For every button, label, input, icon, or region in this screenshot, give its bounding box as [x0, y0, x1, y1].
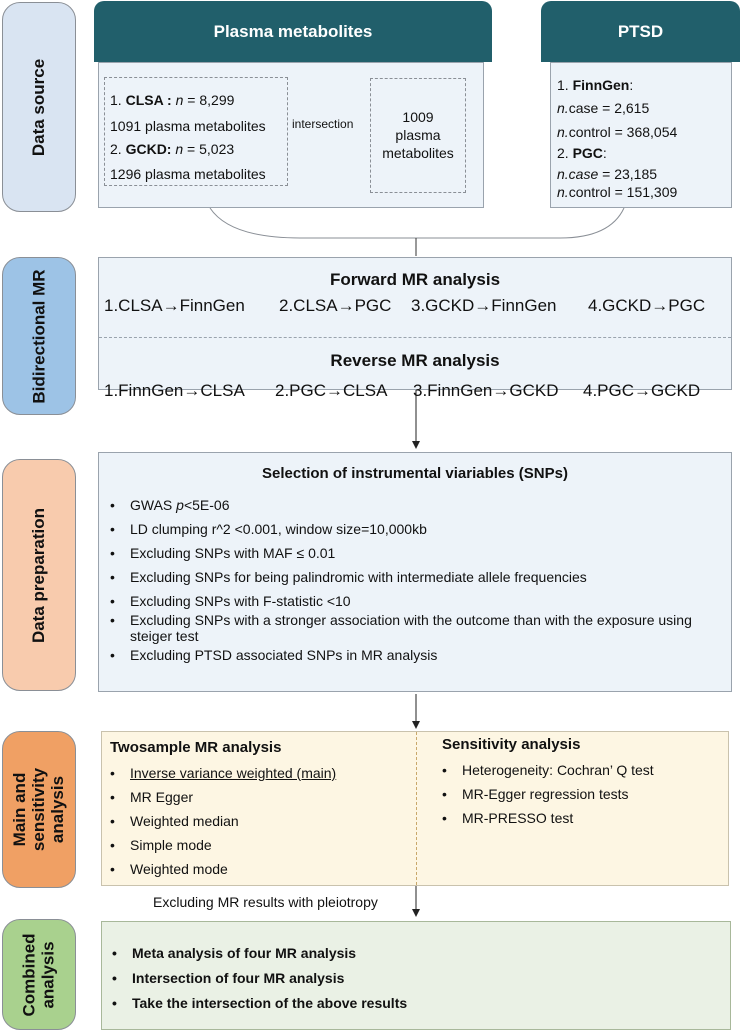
gckd-line: 2. GCKD: n = 5,023 [110, 141, 235, 157]
selection-title: Selection of instrumental viariables (SN… [262, 465, 568, 482]
plasma-header-label: Plasma metabolites [213, 21, 373, 41]
forward-title: Forward MR analysis [329, 270, 501, 289]
combined-item: Meta analysis of four MR analysis [108, 945, 407, 961]
gckd-metabolites: 1296 plasma metabolites [110, 166, 266, 182]
exclude-pleiotropy-label: Excluding MR results with pleiotropy [153, 894, 378, 910]
twosample-item: Weighted mode [106, 861, 336, 877]
stage-data-preparation: Data preparation [2, 459, 76, 691]
sensitivity-item: Heterogeneity: Cochran’ Q test [438, 762, 654, 778]
cohort-box [104, 77, 288, 186]
twosample-title: Twosample MR analysis [110, 739, 282, 756]
twosample-list: Inverse variance weighted (main) MR Egge… [106, 765, 336, 877]
intersection-result: 1009 plasma metabolites [382, 109, 454, 161]
forward-item-2: 2.CLSA→PGC [279, 296, 392, 315]
sensitivity-item: MR-PRESSO test [438, 810, 654, 826]
ptsd-pgc-control: n.control = 151,309 [557, 184, 678, 200]
selection-item: Excluding PTSD associated SNPs in MR ana… [106, 647, 730, 663]
sensitivity-list: Heterogeneity: Cochran’ Q test MR-Egger … [438, 762, 654, 826]
selection-list: GWAS p<5E-06 LD clumping r^2 <0.001, win… [106, 497, 730, 663]
ptsd-pgc: 2. PGC: [557, 145, 607, 161]
ptsd-header-label: PTSD [617, 21, 664, 41]
twosample-item: Simple mode [106, 837, 336, 853]
stage-main-sensitivity: Main and sensitivity analysis [2, 731, 76, 888]
combined-list: Meta analysis of four MR analysis Inters… [108, 945, 407, 1011]
stage-combined-analysis: Combined analysis [2, 919, 76, 1030]
selection-item: Excluding SNPs with F-statistic <10 [106, 593, 730, 609]
sensitivity-title: Sensitivity analysis [442, 736, 581, 753]
reverse-item-2: 2.PGC→CLSA [275, 381, 388, 400]
ptsd-panel [550, 62, 732, 208]
reverse-item-3: 3.FinnGen→GCKD [413, 381, 559, 400]
forward-item-3: 3.GCKD→FinnGen [411, 296, 557, 315]
twosample-item: Inverse variance weighted (main) [106, 765, 336, 781]
twosample-item: MR Egger [106, 789, 336, 805]
clsa-line: 1. CLSA : n = 8,299 [110, 92, 235, 108]
reverse-title: Reverse MR analysis [330, 351, 500, 370]
ptsd-header: PTSD [541, 1, 740, 62]
clsa-metabolites: 1091 plasma metabolites [110, 118, 266, 134]
reverse-item-1: 1.FinnGen→CLSA [104, 381, 245, 400]
forward-item-4: 4.GCKD→PGC [588, 296, 706, 315]
stage-data-source: Data source [2, 2, 76, 212]
twosample-item: Weighted median [106, 813, 336, 829]
intersection-label: intersection [292, 117, 354, 131]
ptsd-finngen: 1. FinnGen: [557, 77, 634, 93]
selection-item: Excluding SNPs with MAF ≤ 0.01 [106, 545, 730, 561]
ptsd-finngen-control: n.control = 368,054 [557, 124, 678, 140]
selection-item: LD clumping r^2 <0.001, window size=10,0… [106, 521, 730, 537]
plasma-panel [98, 62, 484, 208]
sensitivity-item: MR-Egger regression tests [438, 786, 654, 802]
selection-item: GWAS p<5E-06 [106, 497, 730, 513]
ptsd-pgc-case: n.case = 23,185 [557, 166, 658, 182]
intersection-result-box [370, 78, 466, 193]
selection-item: Excluding SNPs with a stronger associati… [106, 612, 730, 644]
ptsd-finngen-case: n.case = 2,615 [557, 100, 650, 116]
combined-item: Take the intersection of the above resul… [108, 995, 407, 1011]
plasma-metabolites-header: Plasma metabolites [94, 1, 492, 62]
selection-item: Excluding SNPs for being palindromic wit… [106, 569, 730, 585]
bidirectional-panel [98, 257, 732, 390]
combined-item: Intersection of four MR analysis [108, 970, 407, 986]
stage-bidirectional-mr: Bidirectional MR [2, 257, 76, 415]
forward-item-1: 1.CLSA→FinnGen [104, 296, 245, 315]
bidirectional-divider [99, 337, 731, 338]
reverse-item-4: 4.PGC→GCKD [583, 381, 701, 400]
analysis-divider [416, 732, 417, 885]
